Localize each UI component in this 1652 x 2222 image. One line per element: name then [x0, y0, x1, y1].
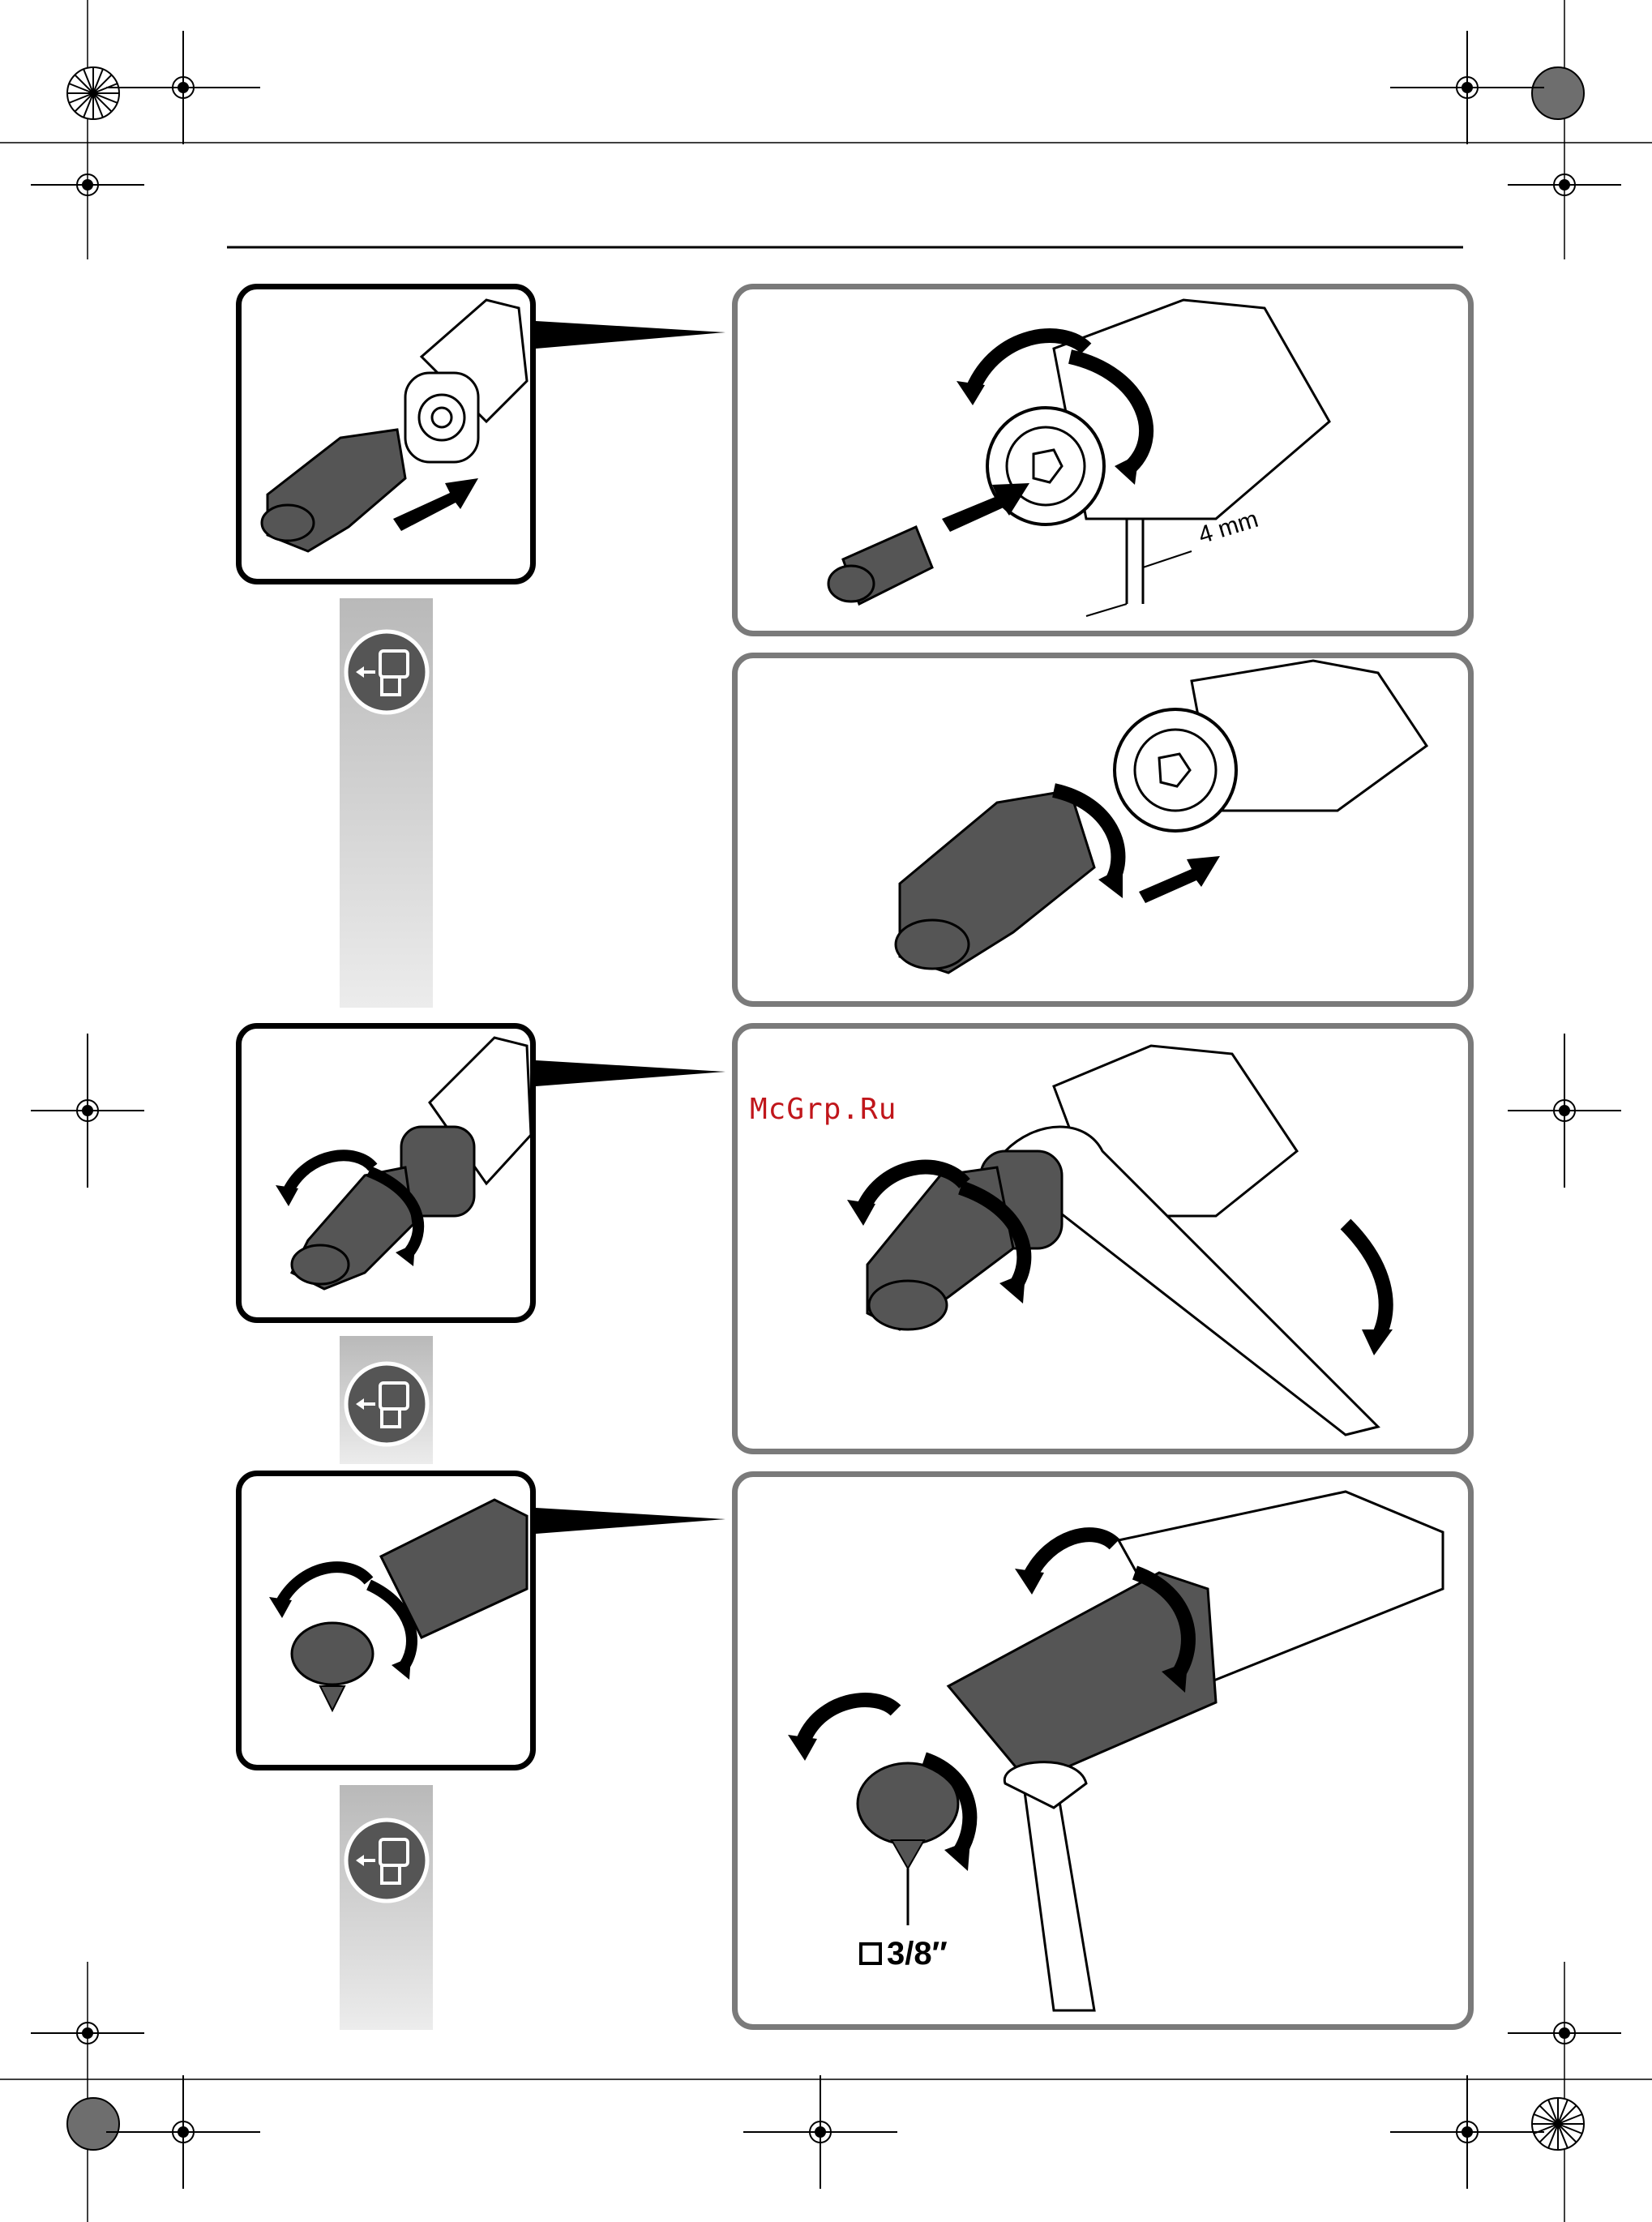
insert-arrow-icon [393, 478, 478, 531]
callout-wedge [536, 1060, 725, 1086]
watermark-text: McGrp.Ru [750, 1093, 897, 1126]
callout-wedge [536, 321, 725, 349]
drive-size-label: 3/8″ [887, 1936, 948, 1972]
callout-wedge [536, 1508, 725, 1534]
tool-illustration-1 [262, 300, 527, 551]
tool-illustration-detail-3 [867, 1046, 1378, 1435]
insert-arrow-icon [1139, 856, 1220, 903]
tool-illustration-detail-4 [858, 1492, 1443, 2010]
tool-illustration-detail-2 [896, 661, 1427, 973]
